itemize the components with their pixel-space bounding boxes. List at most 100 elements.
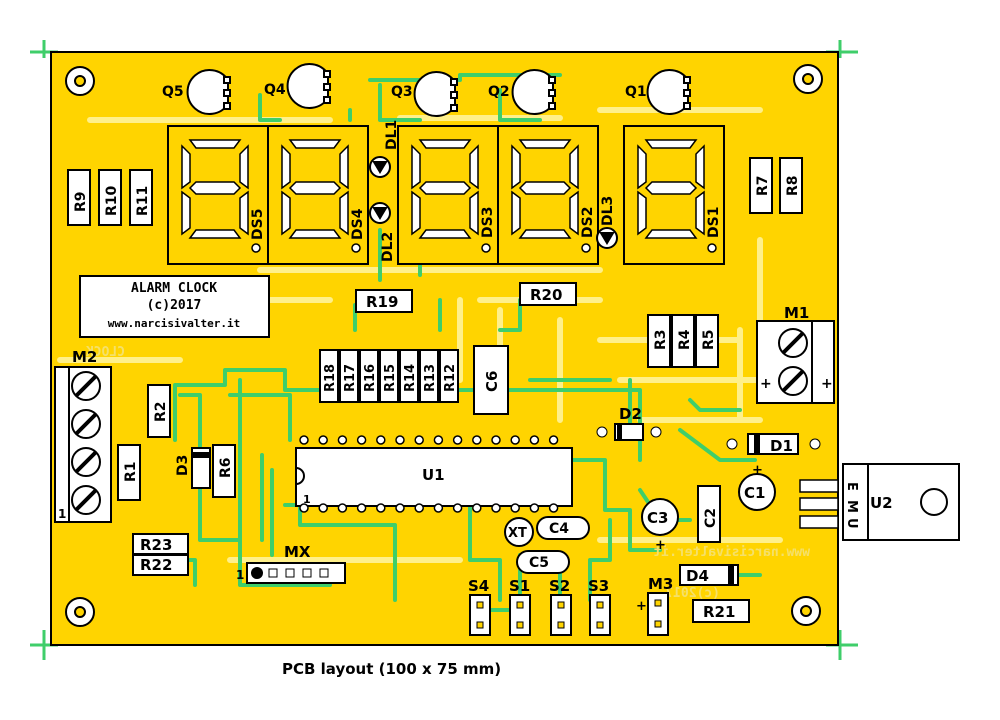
u1-pin [548,503,559,513]
u1-pin [299,503,309,513]
label-r9: R9 [73,191,89,212]
transistor-q2 [511,69,556,115]
u1-pin [433,503,444,513]
u1-pin [472,503,482,513]
u1-pin [452,435,463,445]
u1-pin [414,435,424,445]
u1-pin [491,435,501,445]
u1-pin [337,503,348,513]
transistor-q1 [646,69,691,115]
label-r16: R16 [363,364,378,392]
label-c6: C6 [483,371,501,392]
label-q5: Q5 [162,84,184,100]
switch-pads [476,599,662,629]
connector-mx [246,562,346,584]
m1-plus-left: + [760,376,772,392]
label-r7: R7 [755,175,771,196]
led-dl1 [369,156,391,178]
u1-pin [376,503,386,513]
label-ds5: DS5 [250,209,266,240]
label-r1: R1 [123,461,139,482]
u1-pin [491,503,501,513]
u1-pin [318,503,328,513]
label-d3: D3 [175,455,191,476]
label-r12: R12 [443,364,458,392]
u1-pin [529,435,540,445]
label-q1: Q1 [625,84,647,100]
mounting-holes [65,64,823,627]
m1-plus-right: + [821,376,833,392]
label-r4: R4 [677,329,693,350]
u1-pin [395,503,405,513]
label-c4: C4 [549,521,569,537]
u1-pin [414,503,424,513]
m3-plus: + [636,599,647,614]
u1-pins [299,435,559,513]
label-xt: XT [508,526,527,541]
u2-pin-u: U [844,518,859,529]
label-q2: Q2 [488,84,510,100]
label-r21: R21 [703,603,735,621]
diode-d4 [679,564,739,586]
label-q3: Q3 [391,84,413,100]
label-s4: S4 [468,577,489,595]
label-c2: C2 [703,508,719,528]
u1-pin [395,435,405,445]
c1-plus: + [752,463,763,478]
u1-pin [337,435,348,445]
label-r11: R11 [135,186,151,216]
mirror-year-text: (c)2017 [665,586,720,601]
label-dl3: DL3 [600,196,616,226]
label-m1: M1 [784,304,809,322]
label-ds2: DS2 [580,207,596,238]
capacitor-c1 [738,473,776,511]
label-mx: MX [284,543,311,561]
label-s2: S2 [549,577,570,595]
capacitor-c4 [536,516,590,540]
label-r10: R10 [104,185,120,216]
mirror-site-text: www.narcisivalter.it [653,545,810,560]
label-q4: Q4 [264,82,286,98]
u1-pin [376,435,386,445]
title-line-1: ALARM CLOCK [131,281,217,296]
diode-d2 [596,423,662,441]
u1-pin [510,435,520,445]
label-r3: R3 [653,329,669,350]
label-dl1: DL1 [384,120,400,150]
led-dl2 [369,202,391,224]
label-r22: R22 [140,556,172,574]
label-ds1: DS1 [706,207,722,238]
label-r5: R5 [701,329,717,350]
regulator-u2 [799,463,960,541]
label-r19: R19 [366,293,398,311]
vertical-resistors [67,157,803,501]
u1-pin [356,435,367,445]
leds [369,156,618,249]
transistors [186,63,691,117]
label-r23: R23 [140,536,172,554]
c3-plus: + [655,538,666,553]
capacitor-c6 [473,345,509,415]
pcb-caption: PCB layout (100 x 75 mm) [282,660,502,678]
title-line-2: (c)2017 [147,298,202,313]
u2-pin-m: M [844,500,859,513]
u1-pin [299,435,309,445]
crystal-xt [504,517,534,547]
label-m3: M3 [648,575,673,593]
label-d2: D2 [619,405,642,423]
u1-pin-one: 1 [303,493,311,506]
mirror-clock-text: CLOCK [86,345,125,360]
capacitor-c5 [516,550,570,574]
mx-pin-one: 1 [236,568,244,582]
label-r14: R14 [403,364,418,392]
horizontal-resistors [132,282,750,623]
u2-pin-e: E [844,482,859,491]
terminal-m2 [54,366,112,523]
capacitor-c3 [641,498,679,536]
transistor-q4 [286,63,331,109]
display-ds2 [497,125,599,265]
u1-pin [510,503,520,513]
diode-d3 [191,447,211,489]
label-s1: S1 [509,577,530,595]
